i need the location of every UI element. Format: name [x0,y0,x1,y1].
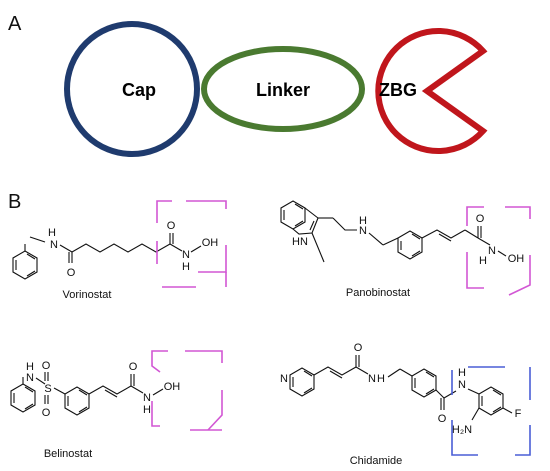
panobinostat-indole-benzene [280,200,306,230]
panel-b-label: B [8,191,21,213]
vorinostat-structure: H N O O N H OH [12,200,227,288]
cap-circle [64,21,200,157]
panobinostat-atom-h2: H [479,255,487,267]
vorinostat-atom-o1: O [67,267,76,279]
belinostat-zbg-bracket [151,350,223,431]
vorinostat-name: Vorinostat [63,289,112,301]
chidamide-atom-h2: H [458,367,466,379]
panobinostat-zbg-bracket [466,206,531,296]
chidamide-aniline-ring [478,386,504,416]
panobinostat-atom-oh: OH [508,253,525,265]
panobinostat-name: Panobinostat [346,287,410,299]
panobinostat-structure: HN N H O N H OH [280,200,531,296]
belinostat-structure: H N S O O O N H OH [10,350,223,431]
chidamide-atom-n-pyridine: N [280,373,288,385]
chidamide-zbg-bracket [451,366,531,456]
cap-label: Cap [122,80,156,100]
belinostat-atom-o3: O [129,361,138,373]
belinostat-atom-oh: OH [164,381,181,393]
panobinostat-phenyl-ring [397,230,423,260]
chidamide-phenyl-ring [411,368,437,398]
vorinostat-atom-oh: OH [202,237,219,249]
belinostat-name: Belinostat [44,448,92,460]
chidamide-atom-o1: O [354,342,363,354]
chidamide-atom-h1: H [377,373,385,385]
chidamide-pyridine-ring [289,367,315,397]
panobinostat-atom-n: N [359,225,367,237]
belinostat-atom-s: S [44,383,51,395]
zbg-label: ZBG [379,80,417,100]
vorinostat-atom-n2: N [182,249,190,261]
vorinostat-atom-o2: O [167,220,176,232]
panobinostat-atom-h: H [359,215,367,227]
linker-ellipse [201,46,365,132]
zbg-pacman [375,28,488,154]
chidamide-atom-o2: O [438,413,447,425]
vorinostat-atom-h2: H [182,261,190,273]
panobinostat-atom-n2: N [488,245,496,257]
belinostat-atom-n2: N [143,392,151,404]
vorinostat-atom-n: N [50,239,58,251]
belinostat-atom-h2: H [143,404,151,416]
linker-label: Linker [256,80,310,100]
vorinostat-zbg-bracket [156,200,227,288]
panobinostat-atom-o: O [476,213,485,225]
chidamide-atom-f: F [515,408,522,420]
belinostat-atom-h: H [26,361,34,373]
belinostat-atom-o2: O [42,407,51,419]
vorinostat-benzene-ring [12,250,38,280]
belinostat-atom-n: N [26,372,34,384]
chidamide-structure: N O N H O N H H₂N F [280,342,531,456]
vorinostat-atom-h: H [48,227,56,239]
chidamide-atom-n1: N [368,373,376,385]
belinostat-phenyl-ring [10,383,36,413]
chidamide-atom-h2n: H₂N [452,424,472,436]
panobinostat-atom-hn: HN [292,236,308,248]
belinostat-aryl-ring [64,386,90,416]
belinostat-atom-o1: O [42,360,51,372]
chidamide-atom-n2: N [458,379,466,391]
panel-a-label: A [8,13,22,35]
chidamide-name: Chidamide [350,455,403,467]
